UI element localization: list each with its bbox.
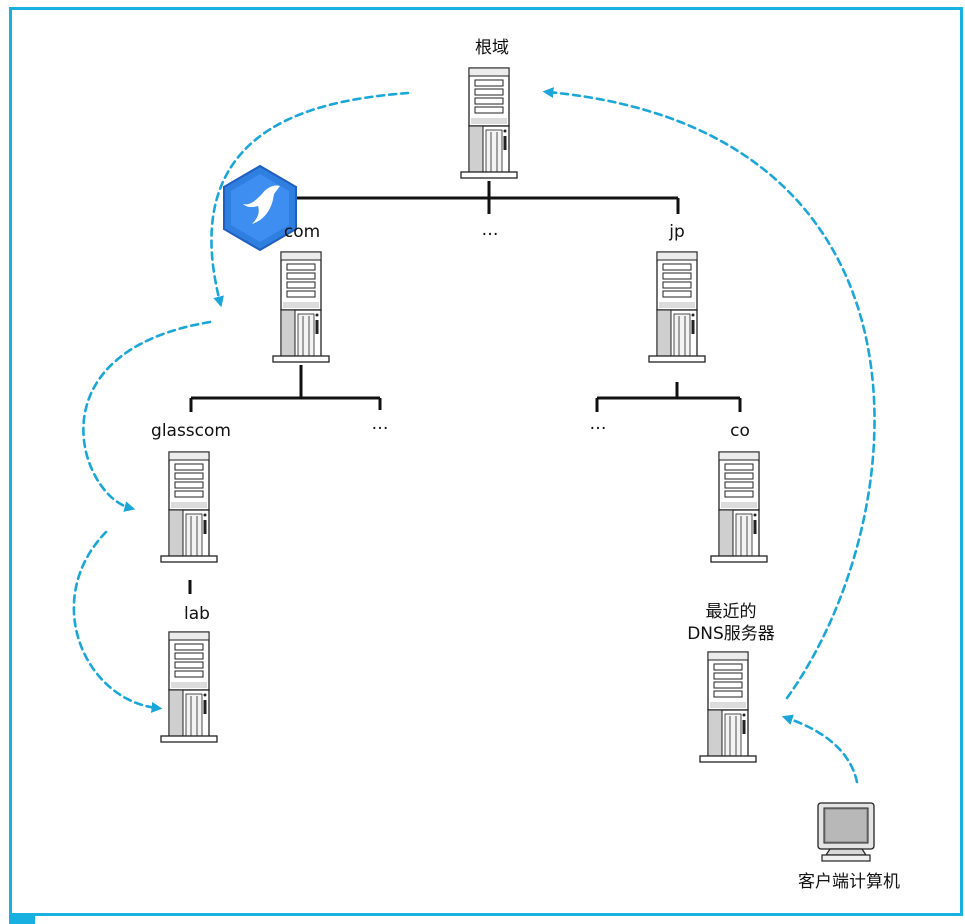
local-dns-label-line2: DNS服务器 (687, 624, 775, 644)
arrow-com-to-glasscom (82, 320, 212, 512)
com-server-icon (272, 251, 330, 363)
local-dns-label: 最近的 DNS服务器 (687, 601, 775, 645)
arrow-local-dns-to-root (542, 87, 876, 700)
root-more-label: … (481, 220, 499, 240)
arrow-glasscom-to-lab (72, 530, 163, 713)
arrow-client-to-local-dns (781, 714, 859, 784)
root-server-icon (460, 67, 518, 179)
query-arrows (72, 87, 876, 784)
jp-server-icon (648, 251, 706, 363)
client-computer-label: 客户端计算机 (798, 872, 900, 892)
bird-app-icon[interactable] (223, 164, 297, 252)
tree-lines (188, 181, 742, 594)
arrow-root-to-com (210, 91, 410, 308)
com-more-label: … (371, 414, 389, 434)
root-domain-label: 根域 (475, 38, 509, 58)
client-monitor-icon (817, 802, 875, 862)
jp-more-label: … (589, 414, 607, 434)
jp-label: jp (669, 222, 685, 242)
com-label: com (283, 222, 321, 242)
diagram-frame (9, 7, 963, 916)
lab-server-icon (160, 631, 218, 743)
co-label: co (730, 421, 750, 441)
local-dns-server-icon (699, 651, 757, 763)
local-dns-label-line1: 最近的 (705, 602, 757, 622)
glasscom-label: glasscom (151, 421, 231, 441)
lab-label: lab (184, 604, 210, 624)
co-server-icon (710, 451, 768, 563)
glasscom-server-icon (160, 451, 218, 563)
frame-corner-mark (9, 913, 35, 924)
